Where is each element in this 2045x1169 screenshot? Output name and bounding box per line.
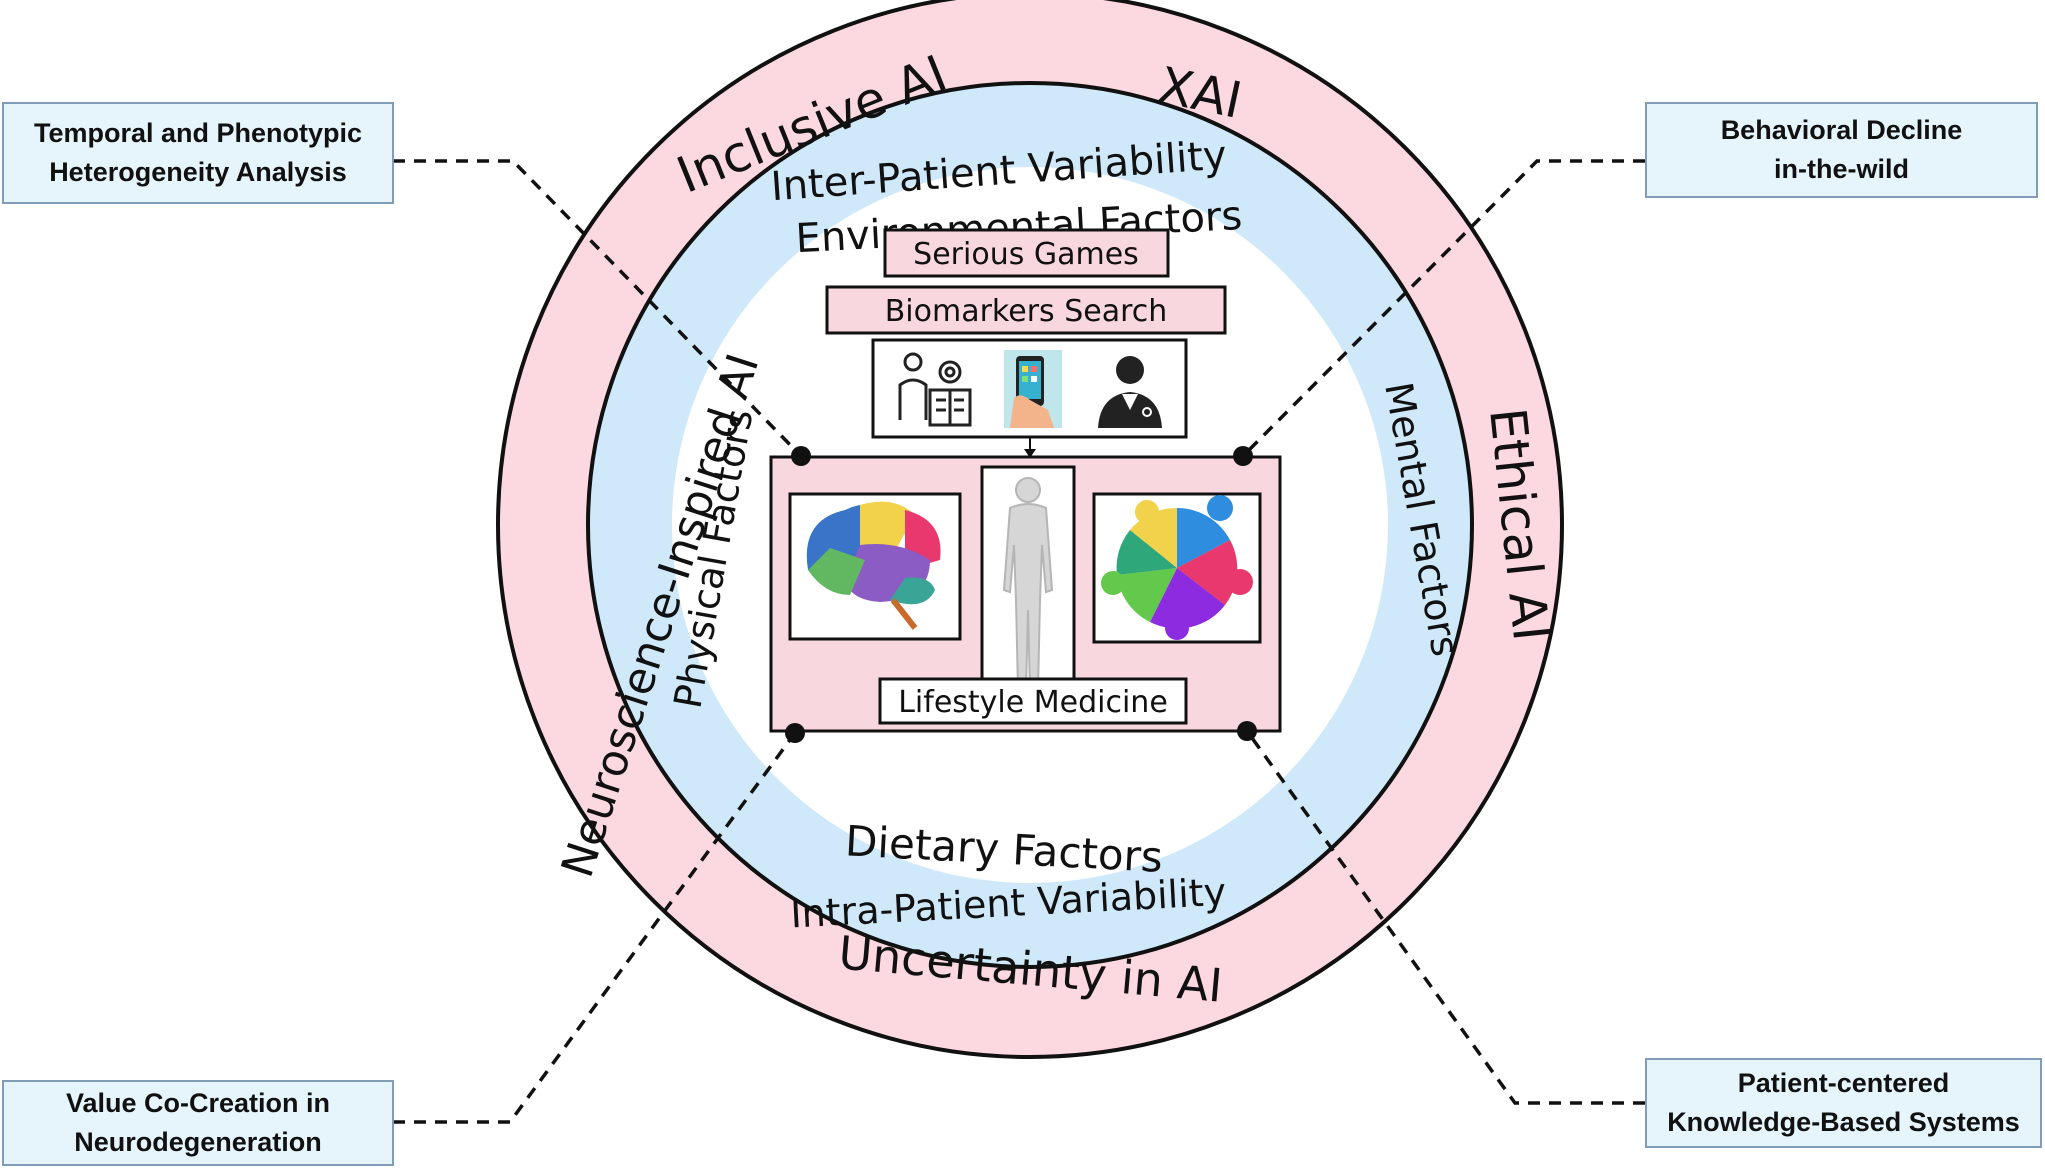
serious-games-box <box>883 228 1170 278</box>
dashed-line-bottom-left <box>393 731 797 1124</box>
biomarkers-search-box <box>825 285 1227 335</box>
callout-bottom-left-line1: Value Co-Creation in <box>65 1088 331 1118</box>
human-body-icon <box>1002 477 1054 691</box>
callout-top-left: Temporal and Phenotypic Heterogeneity An… <box>2 102 394 204</box>
callout-top-right: Behavioral Decline in-the-wild <box>1645 102 2038 198</box>
callout-bottom-right-line2: Knowledge-Based Systems <box>1667 1107 2020 1137</box>
researcher-icon <box>898 352 972 427</box>
smartphone-icon <box>1004 350 1062 428</box>
callout-bottom-right-line1: Patient-centered <box>1737 1068 1950 1098</box>
callout-bottom-right: Patient-centered Knowledge-Based Systems <box>1645 1058 2042 1148</box>
callout-bottom-left: Value Co-Creation in Neurodegeneration <box>2 1080 394 1166</box>
callout-top-right-line1: Behavioral Decline <box>1720 115 1963 145</box>
connector-dot-top-right <box>1233 446 1253 466</box>
callout-top-left-line1: Temporal and Phenotypic <box>33 118 363 148</box>
dashed-line-bottom-right <box>1245 729 1645 1105</box>
brain-icon <box>806 501 941 630</box>
arrow-head <box>1024 449 1036 458</box>
biomarkers-search-label: Biomarkers Search <box>885 294 1168 329</box>
puzzle-icon <box>1101 495 1253 640</box>
lifestyle-medicine-label: Lifestyle Medicine <box>898 685 1168 720</box>
serious-games-label: Serious Games <box>913 237 1139 272</box>
callout-top-right-line2: in-the-wild <box>1774 154 1909 184</box>
dashed-line-top-right <box>1241 159 1645 458</box>
callout-top-left-line2: Heterogeneity Analysis <box>49 157 347 187</box>
callout-bottom-left-line2: Neurodegeneration <box>74 1127 322 1157</box>
doctor-icon <box>1098 356 1162 428</box>
lifestyle-medicine-box <box>878 677 1188 725</box>
